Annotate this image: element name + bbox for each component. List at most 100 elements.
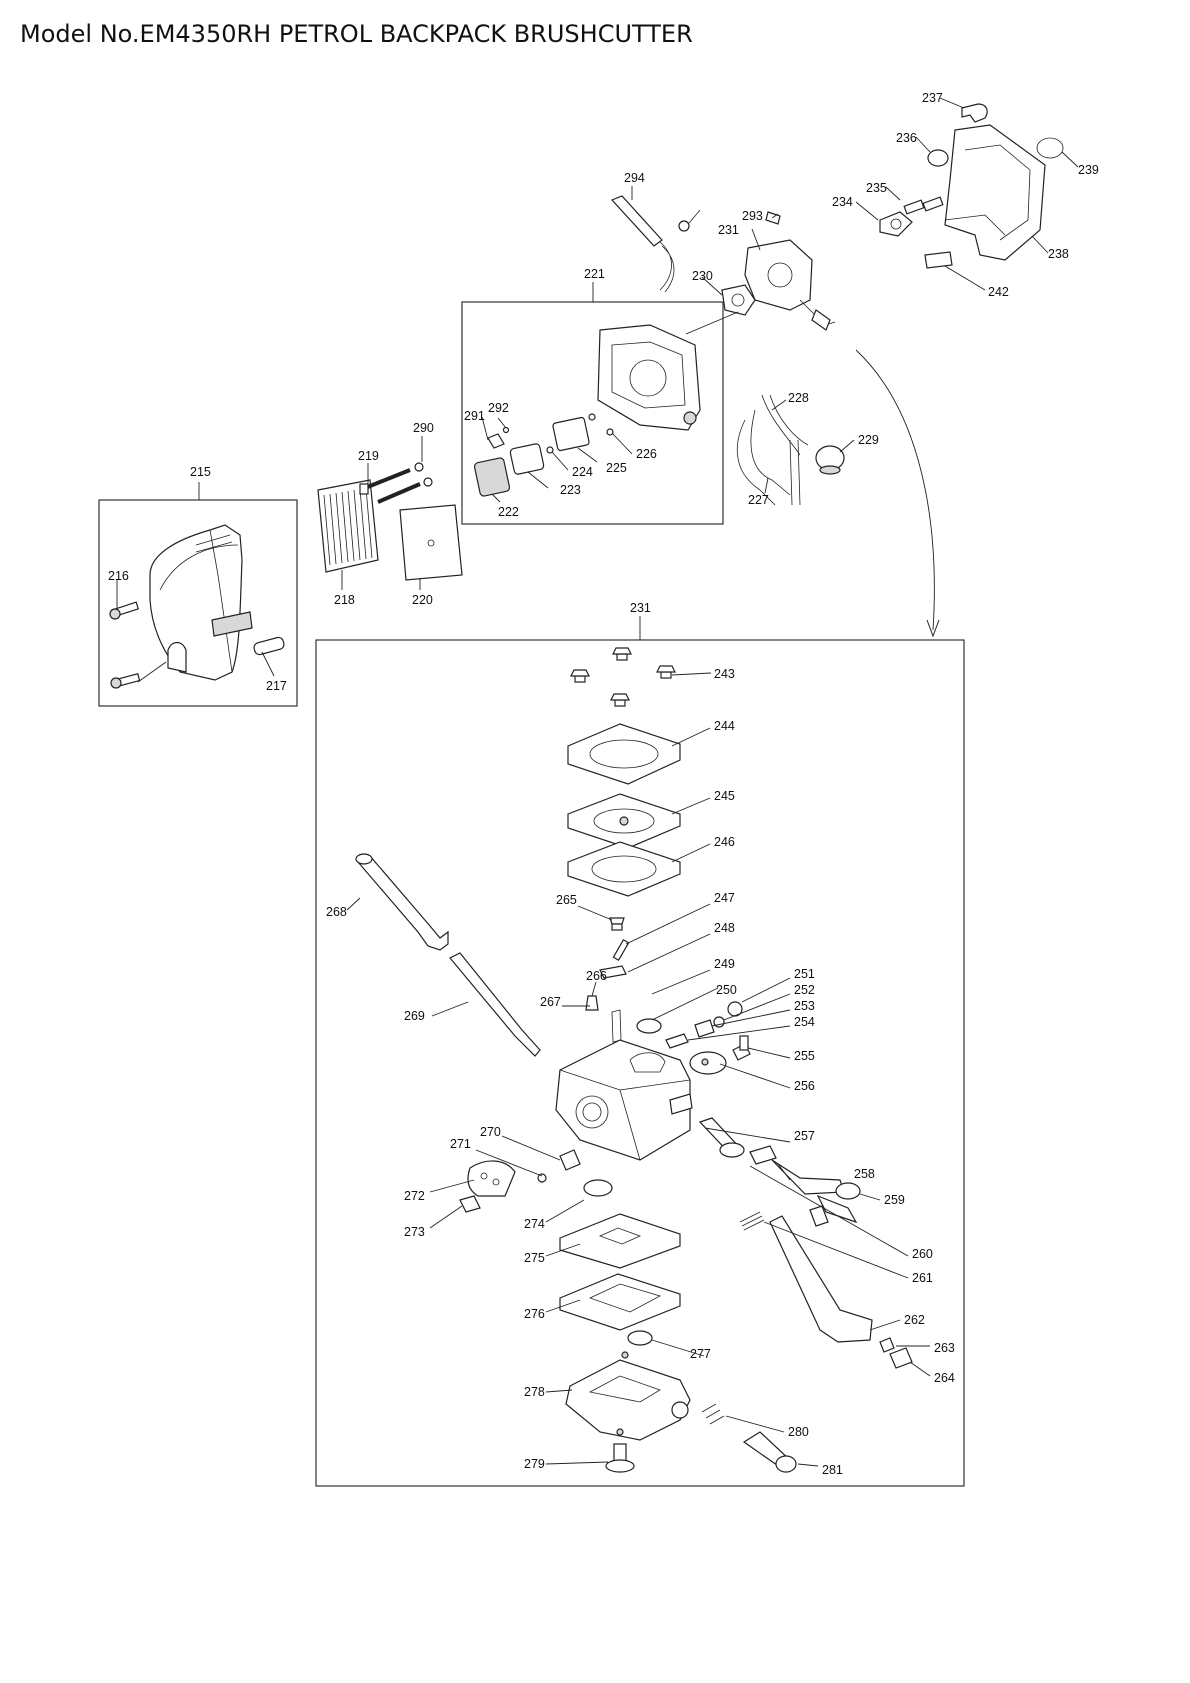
label-261: 261 [912,1271,933,1285]
insulator-gasket-drawing [721,284,756,316]
label-230: 230 [692,269,713,283]
label-224: 224 [572,465,593,479]
label-248: 248 [714,921,735,935]
label-268: 268 [326,905,347,919]
adjust-needles-drawing [698,1117,861,1227]
label-253: 253 [794,999,815,1013]
fuel-fitting-drawing [605,1443,635,1473]
throttle-cable-drawing [610,195,701,293]
label-265: 265 [556,893,577,907]
carburetor-box-drawing [597,324,701,431]
diaphragm-cover-drawing [567,723,681,785]
label-267: 267 [540,995,561,1009]
label-254: 254 [794,1015,815,1029]
label-215: 215 [190,465,211,479]
label-217: 217 [266,679,287,693]
lever-and-spring-drawing [739,1211,913,1369]
carburetor-drawing [744,211,836,331]
label-272: 272 [404,1189,425,1203]
air-filter-drawing [317,479,379,573]
label-239: 239 [1078,163,1099,177]
hose-and-bulb-drawing [736,394,845,506]
label-269: 269 [404,1009,425,1023]
label-260: 260 [912,1247,933,1261]
label-256: 256 [794,1079,815,1093]
small-parts-drawing [585,917,751,1075]
label-281: 281 [822,1463,843,1477]
carburetor-assembly-group-box [461,301,724,525]
label-266: 266 [586,969,607,983]
carburetor-body-drawing [555,1039,693,1161]
label-250: 250 [716,983,737,997]
label-237: 237 [922,91,943,105]
label-255: 255 [794,1049,815,1063]
label-247: 247 [714,891,735,905]
label-223: 223 [560,483,581,497]
pump-parts-drawing [559,1179,681,1346]
grommet-parts-drawing [473,413,614,497]
manifold-fittings-drawing [879,103,1064,237]
label-280: 280 [788,1425,809,1439]
knob-drawing [253,636,285,656]
choke-shaft-drawing [355,853,449,951]
label-225: 225 [606,461,627,475]
label-234: 234 [832,195,853,209]
label-231-top: 231 [718,223,739,237]
label-264: 264 [934,1371,955,1385]
label-229: 229 [858,433,879,447]
label-293: 293 [742,209,763,223]
label-243: 243 [714,667,735,681]
pump-body-drawing [565,1351,691,1441]
idle-parts-drawing [459,1149,581,1213]
label-244: 244 [714,719,735,733]
label-227: 227 [748,493,769,507]
label-292: 292 [488,401,509,415]
label-231-detail: 231 [630,601,651,615]
label-279: 279 [524,1457,545,1471]
label-236: 236 [896,131,917,145]
label-271: 271 [450,1137,471,1151]
label-235: 235 [866,181,887,195]
label-252: 252 [794,983,815,997]
leader-lines [116,97,1079,1467]
label-220: 220 [412,593,433,607]
page-title: Model No.EM4350RH PETROL BACKPACK BRUSHC… [20,20,693,48]
label-242: 242 [988,285,1009,299]
label-277: 277 [690,1347,711,1361]
filter-bolts-drawing [359,462,433,504]
label-278: 278 [524,1385,545,1399]
purge-spring-drawing [701,1403,797,1473]
air-cleaner-group-box [98,499,298,707]
label-246: 246 [714,835,735,849]
label-274: 274 [524,1217,545,1231]
label-228: 228 [788,391,809,405]
label-290: 290 [413,421,434,435]
label-245: 245 [714,789,735,803]
air-cleaner-cover-drawing [149,524,253,681]
label-276: 276 [524,1307,545,1321]
label-294: 294 [624,171,645,185]
label-222: 222 [498,505,519,519]
label-291: 291 [464,409,485,423]
label-218: 218 [334,593,355,607]
cover-screw-drawing [109,601,141,689]
label-216: 216 [108,569,129,583]
filter-plate-drawing [399,504,463,581]
detail-reference-arrow [855,349,935,631]
label-219: 219 [358,449,379,463]
label-221: 221 [584,267,605,281]
label-259: 259 [884,1193,905,1207]
label-257: 257 [794,1129,815,1143]
throttle-shaft-drawing [449,952,541,1057]
label-249: 249 [714,957,735,971]
label-258: 258 [854,1167,875,1181]
label-270: 270 [480,1125,501,1139]
label-273: 273 [404,1225,425,1239]
label-226: 226 [636,447,657,461]
metering-diaphragm-drawing [567,793,681,849]
intake-manifold-drawing [924,124,1046,269]
label-251: 251 [794,967,815,981]
label-262: 262 [904,1313,925,1327]
label-275: 275 [524,1251,545,1265]
